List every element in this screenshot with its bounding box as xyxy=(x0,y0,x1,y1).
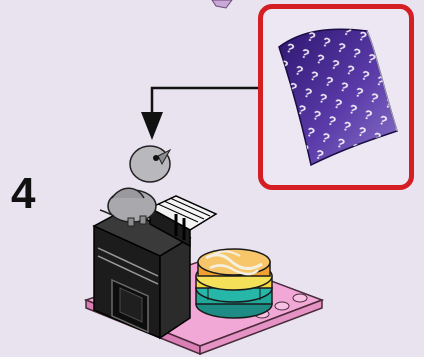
placement-arrow xyxy=(141,88,258,140)
drum-stack xyxy=(196,249,272,318)
previous-step-piece-fragment xyxy=(212,0,232,8)
